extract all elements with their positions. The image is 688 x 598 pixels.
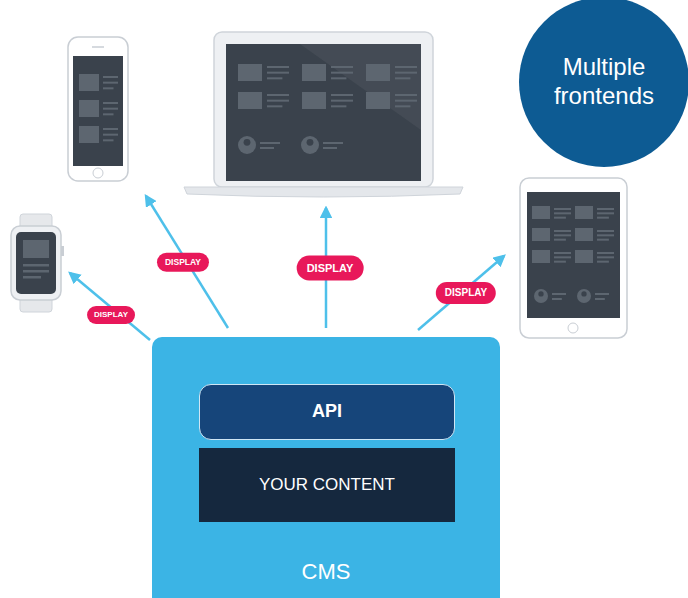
node-text: API — [312, 401, 342, 423]
api-box: API — [199, 384, 455, 440]
node-text: YOUR CONTENT — [259, 475, 395, 495]
display-tag: DISPLAY — [297, 256, 364, 281]
display-tag: DISPLAY — [87, 306, 135, 324]
smartwatch — [11, 214, 64, 312]
tablet — [520, 178, 627, 338]
display-tag: DISPLAY — [436, 282, 496, 304]
cms-panel: CMS API YOUR CONTENT — [152, 337, 500, 598]
display-arrows — [70, 196, 504, 340]
laptop — [184, 32, 463, 197]
content-box: YOUR CONTENT — [199, 448, 455, 522]
node-text: CMS — [302, 559, 351, 585]
node-text: Multiple frontends — [539, 53, 669, 111]
callout-circle: Multiple frontends — [519, 0, 688, 167]
phone — [68, 37, 128, 181]
display-tag: DISPLAY — [157, 253, 209, 272]
